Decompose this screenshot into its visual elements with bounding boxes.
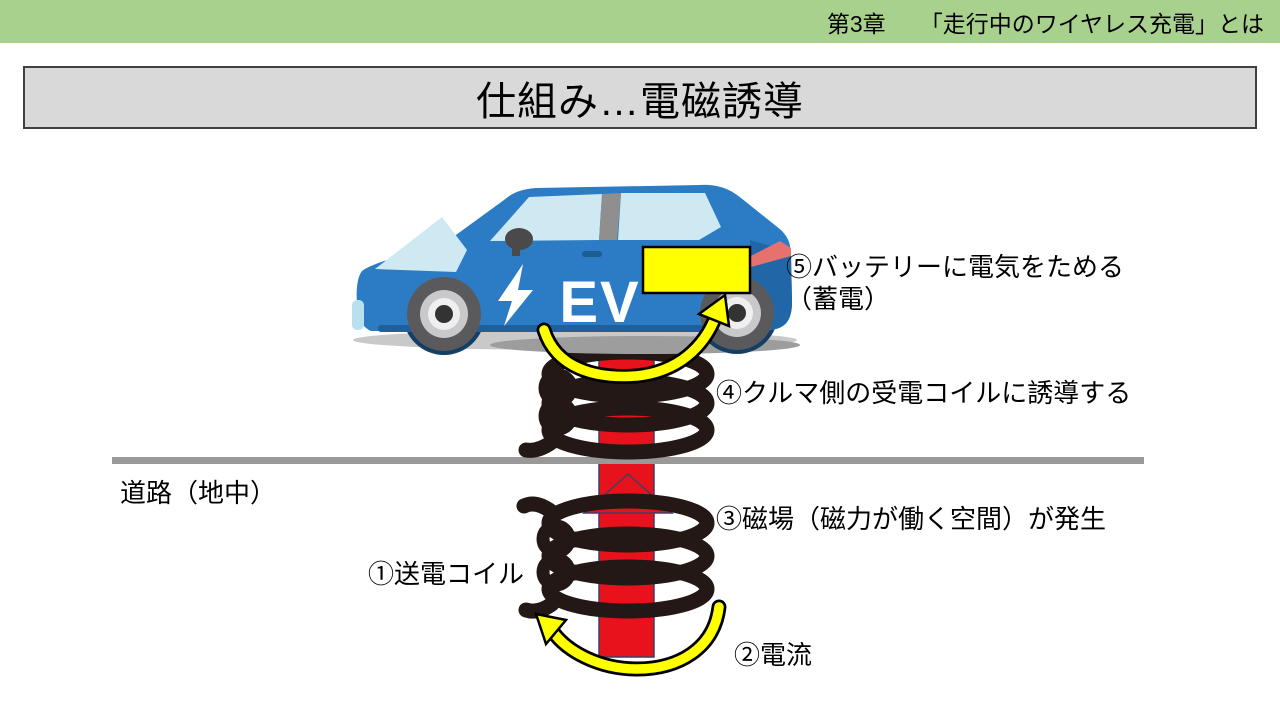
chapter-banner: 第3章 「走行中のワイヤレス充電」とは: [0, 0, 1280, 43]
label-step5-line2: （蓄電）: [786, 284, 891, 314]
door-handle: [582, 251, 602, 257]
front-wheel: [407, 277, 481, 351]
windshield: [375, 217, 467, 272]
taillight: [745, 241, 791, 267]
lightning-icon: [498, 264, 533, 326]
rear-wheel: [700, 276, 774, 350]
slide-title: 仕組み…電磁誘導: [476, 79, 804, 124]
road-label: 道路（地中）: [120, 478, 277, 508]
front-bumper-accent: [352, 300, 364, 330]
slide-title-bar: 仕組み…電磁誘導: [23, 66, 1257, 129]
side-mirror-stem: [512, 246, 520, 256]
label-step5-line1: ⑤バッテリーに電気をためる: [786, 252, 1125, 282]
label-step3-magnetic-field: ③磁場（磁力が働く空間）が発生: [716, 504, 1107, 534]
transmit-coil-icon: [516, 493, 715, 619]
current-arrow: [534, 599, 727, 677]
side-mirror: [505, 228, 533, 250]
chapter-number: 第3章: [826, 10, 886, 37]
label-step1-transmit-coil: ①送電コイル: [368, 559, 525, 589]
battery-box: [641, 245, 752, 295]
road-line: [112, 457, 1144, 464]
label-step2-current: ②電流: [734, 640, 813, 670]
ev-badge: EV: [559, 270, 640, 335]
b-pillar: [599, 193, 621, 240]
rear-side-window: [618, 193, 721, 240]
induction-arrow: [536, 292, 731, 384]
label-step4-induction: ④クルマ側の受電コイルに誘導する: [716, 378, 1132, 408]
chapter-title: 「走行中のワイヤレス充電」とは: [919, 10, 1264, 37]
label-step5-battery: ⑤バッテリーに電気をためる （蓄電）: [786, 251, 1124, 315]
